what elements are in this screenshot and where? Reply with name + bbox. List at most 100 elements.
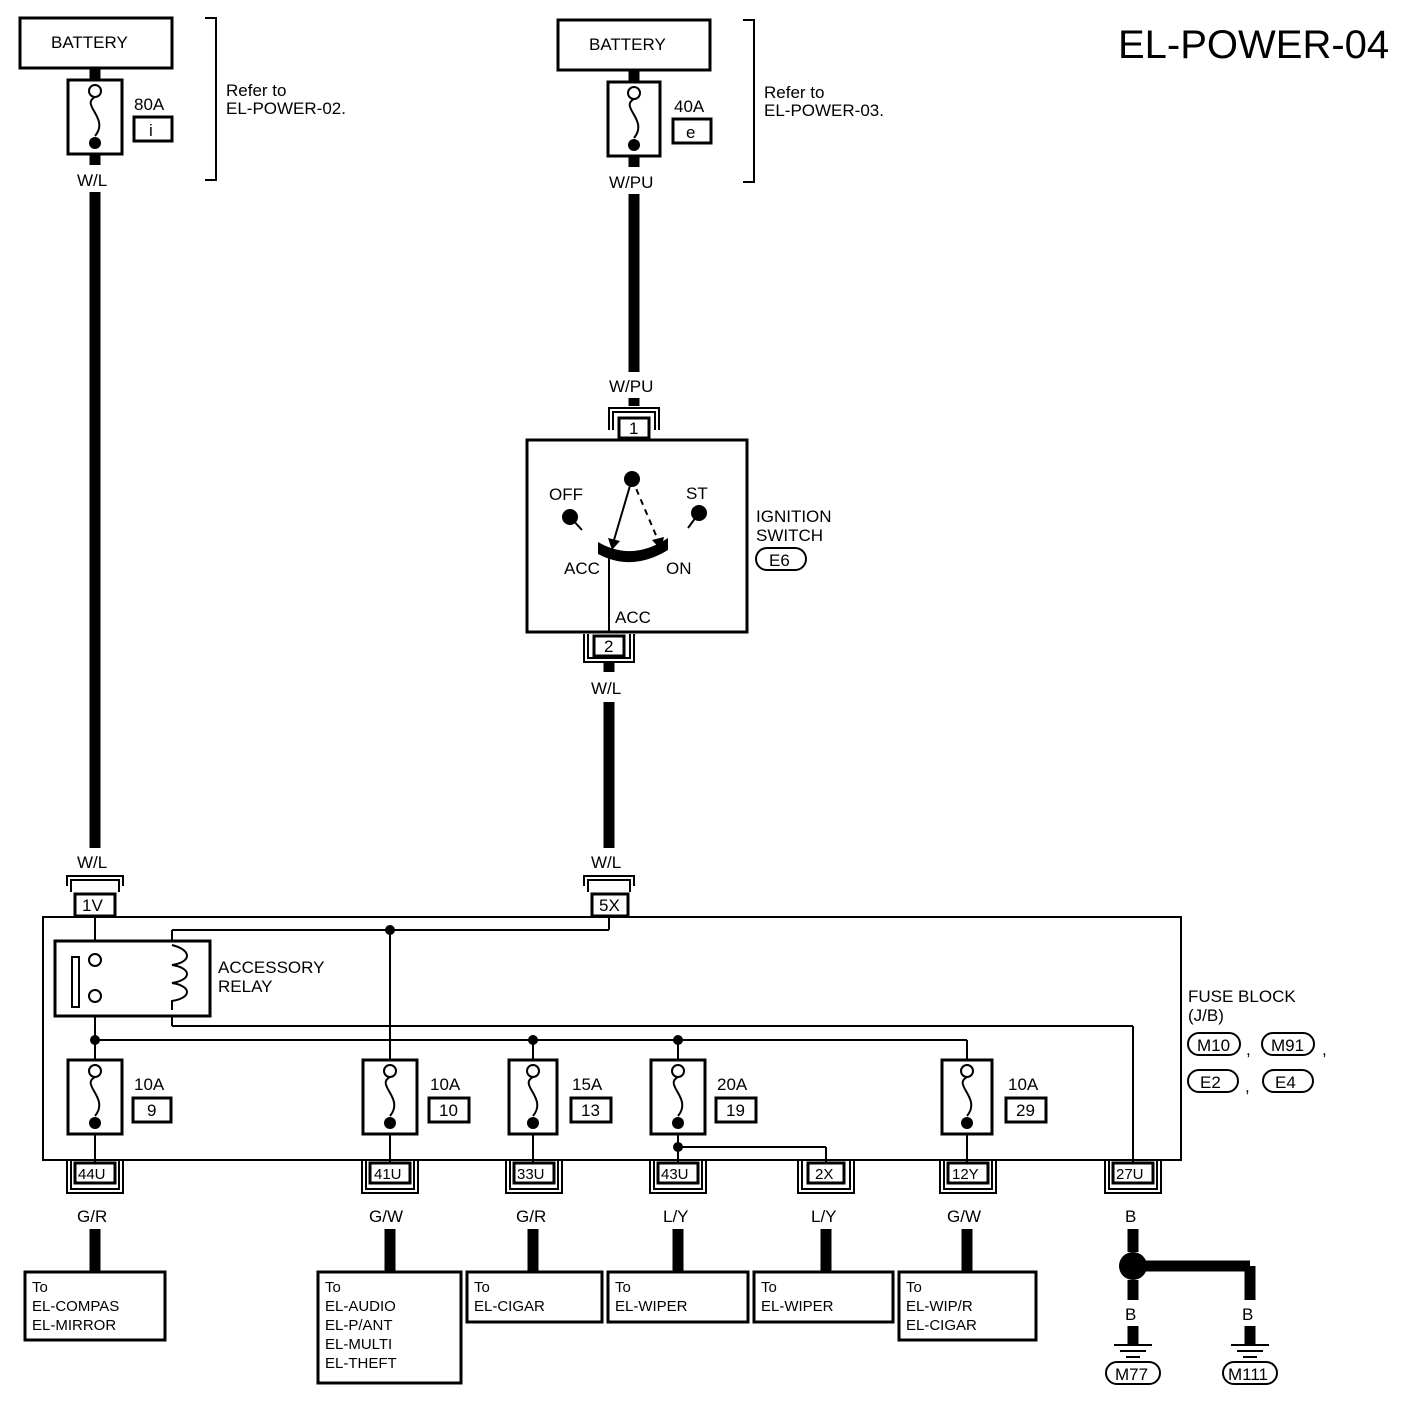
ground-splice bbox=[1119, 1252, 1256, 1300]
fuse-19-amp: 20A bbox=[717, 1075, 748, 1094]
wire-label-44u: G/R bbox=[77, 1207, 107, 1226]
left-battery-label: BATTERY bbox=[51, 33, 128, 52]
right-fuse-amp: 40A bbox=[674, 97, 705, 116]
ground-left-wire-label: B bbox=[1125, 1305, 1136, 1324]
pos-acc: ACC bbox=[564, 559, 600, 578]
accessory-relay bbox=[53, 939, 212, 1018]
connector-44u-label: 44U bbox=[78, 1166, 106, 1183]
fuse-10 bbox=[361, 1058, 419, 1136]
connector-27u: 27U bbox=[1104, 1161, 1162, 1194]
dest-41u-line4: EL-MULTI bbox=[325, 1336, 392, 1353]
dest-12y-line2: EL-WIP/R bbox=[906, 1298, 973, 1315]
jb-connector-e2 bbox=[1187, 1069, 1239, 1093]
switch-out-label: ACC bbox=[615, 608, 651, 627]
wire-label-2x: L/Y bbox=[811, 1207, 837, 1226]
ignition-terminal-2-label: 2 bbox=[604, 637, 613, 656]
connector-41u-label: 41U bbox=[374, 1166, 402, 1183]
fuse-19 bbox=[649, 1058, 707, 1136]
fuse-19-number: 19 bbox=[726, 1101, 745, 1120]
dest-33u-line2: EL-CIGAR bbox=[474, 1298, 545, 1315]
acc-wire-top-label: W/L bbox=[591, 679, 621, 698]
pos-off: OFF bbox=[549, 485, 583, 504]
ignition-terminal-1-label: 1 bbox=[629, 419, 638, 438]
destination-wiper-43u: To EL-WIPER bbox=[606, 1270, 750, 1324]
jb-connector-m91-label: M91 bbox=[1271, 1036, 1304, 1055]
dest-2x-line1: To bbox=[761, 1279, 777, 1296]
wire-label-33u: G/R bbox=[516, 1207, 546, 1226]
ground-connector-m111-label: M111 bbox=[1228, 1365, 1268, 1384]
dest-41u-line2: EL-AUDIO bbox=[325, 1298, 396, 1315]
switch-contact-arc bbox=[598, 538, 668, 563]
wire-label-41u: G/W bbox=[369, 1207, 403, 1226]
left-wire-bottom-label: W/L bbox=[77, 853, 107, 872]
ignition-switch: OFF ST ACC ON ACC bbox=[525, 438, 749, 634]
destination-audio: To EL-AUDIO EL-P/ANT EL-MULTI EL-THEFT bbox=[316, 1270, 463, 1385]
right-battery-label: BATTERY bbox=[589, 35, 666, 54]
fuse-10-number: 10 bbox=[439, 1101, 458, 1120]
fuse-29 bbox=[940, 1058, 994, 1136]
ground-symbol-right bbox=[1231, 1326, 1269, 1358]
connector-12y-label: 12Y bbox=[952, 1166, 979, 1183]
fuse-outputs-internal bbox=[94, 1134, 968, 1165]
fuse-block-body bbox=[42, 916, 1182, 1161]
jb-connector-e4-label: E4 bbox=[1275, 1073, 1296, 1092]
ground-connector-m77-label: M77 bbox=[1115, 1365, 1148, 1384]
left-refer-line2: EL-POWER-02. bbox=[226, 99, 346, 118]
fuse-9-number: 9 bbox=[147, 1101, 156, 1120]
fuse-10-amp: 10A bbox=[430, 1075, 461, 1094]
jb-comma-2: , bbox=[1322, 1040, 1327, 1059]
connector-1v-label: 1V bbox=[82, 896, 103, 915]
right-refer-bracket bbox=[743, 19, 755, 183]
fuse-13 bbox=[507, 1058, 559, 1136]
right-wire-switch-label: W/PU bbox=[609, 377, 653, 396]
pos-st: ST bbox=[686, 484, 708, 503]
relay-label-1: ACCESSORY bbox=[218, 958, 324, 977]
left-battery: BATTERY bbox=[18, 16, 174, 70]
fuse-block-internal-wiring bbox=[90, 916, 1134, 1165]
fuse-9 bbox=[66, 1058, 124, 1136]
pos-on: ON bbox=[666, 559, 692, 578]
dest-44u-line3: EL-MIRROR bbox=[32, 1317, 116, 1334]
fuse-13-amp: 15A bbox=[572, 1075, 603, 1094]
jb-connector-m10-label: M10 bbox=[1197, 1036, 1230, 1055]
fuse-13-number: 13 bbox=[581, 1101, 600, 1120]
left-fusible-link bbox=[66, 78, 124, 156]
destination-wiper-2x: To EL-WIPER bbox=[752, 1270, 895, 1324]
ignition-terminal-2: 2 bbox=[583, 634, 635, 663]
ground-connector-m77 bbox=[1105, 1361, 1161, 1385]
ignition-connector-badge bbox=[755, 547, 807, 571]
connector-5x: 5X bbox=[583, 875, 635, 918]
fuse-block-label-2: (J/B) bbox=[1188, 1006, 1224, 1025]
ground-symbol-left bbox=[1114, 1326, 1152, 1358]
right-fusible-link bbox=[606, 80, 662, 158]
dest-43u-line2: EL-WIPER bbox=[615, 1298, 688, 1315]
ignition-connector-id: E6 bbox=[769, 551, 790, 570]
connector-2x-label: 2X bbox=[815, 1166, 833, 1183]
jb-comma-1: , bbox=[1246, 1040, 1251, 1059]
connector-1v: 1V bbox=[66, 875, 124, 918]
jb-connector-m91 bbox=[1261, 1032, 1315, 1056]
right-fuse-id: e bbox=[686, 123, 695, 142]
fuse-9-amp: 10A bbox=[134, 1075, 165, 1094]
dest-41u-line3: EL-P/ANT bbox=[325, 1317, 393, 1334]
connector-41u: 41U bbox=[361, 1161, 419, 1194]
dest-2x-line2: EL-WIPER bbox=[761, 1298, 834, 1315]
jb-connector-e4 bbox=[1262, 1069, 1314, 1093]
destination-compas-mirror: To EL-COMPAS EL-MIRROR bbox=[23, 1270, 167, 1342]
left-fuse-amp: 80A bbox=[134, 95, 165, 114]
left-fuse-id: i bbox=[149, 121, 153, 140]
left-wire-top-label: W/L bbox=[77, 171, 107, 190]
connector-27u-label: 27U bbox=[1116, 1166, 1144, 1183]
dest-43u-line1: To bbox=[615, 1279, 631, 1296]
jb-comma-3: , bbox=[1245, 1077, 1250, 1096]
wire-label-12y: G/W bbox=[947, 1207, 981, 1226]
dest-44u-line1: To bbox=[32, 1279, 48, 1296]
right-wire-top-label: W/PU bbox=[609, 173, 653, 192]
wire-label-43u: L/Y bbox=[663, 1207, 689, 1226]
connector-33u: 33U bbox=[505, 1161, 563, 1194]
dest-12y-line3: EL-CIGAR bbox=[906, 1317, 977, 1334]
connector-5x-label: 5X bbox=[599, 896, 620, 915]
destination-wipr-cigar: To EL-WIP/R EL-CIGAR bbox=[897, 1270, 1038, 1342]
left-refer-bracket bbox=[205, 17, 217, 181]
ignition-switch-name-1: IGNITION bbox=[756, 507, 832, 526]
